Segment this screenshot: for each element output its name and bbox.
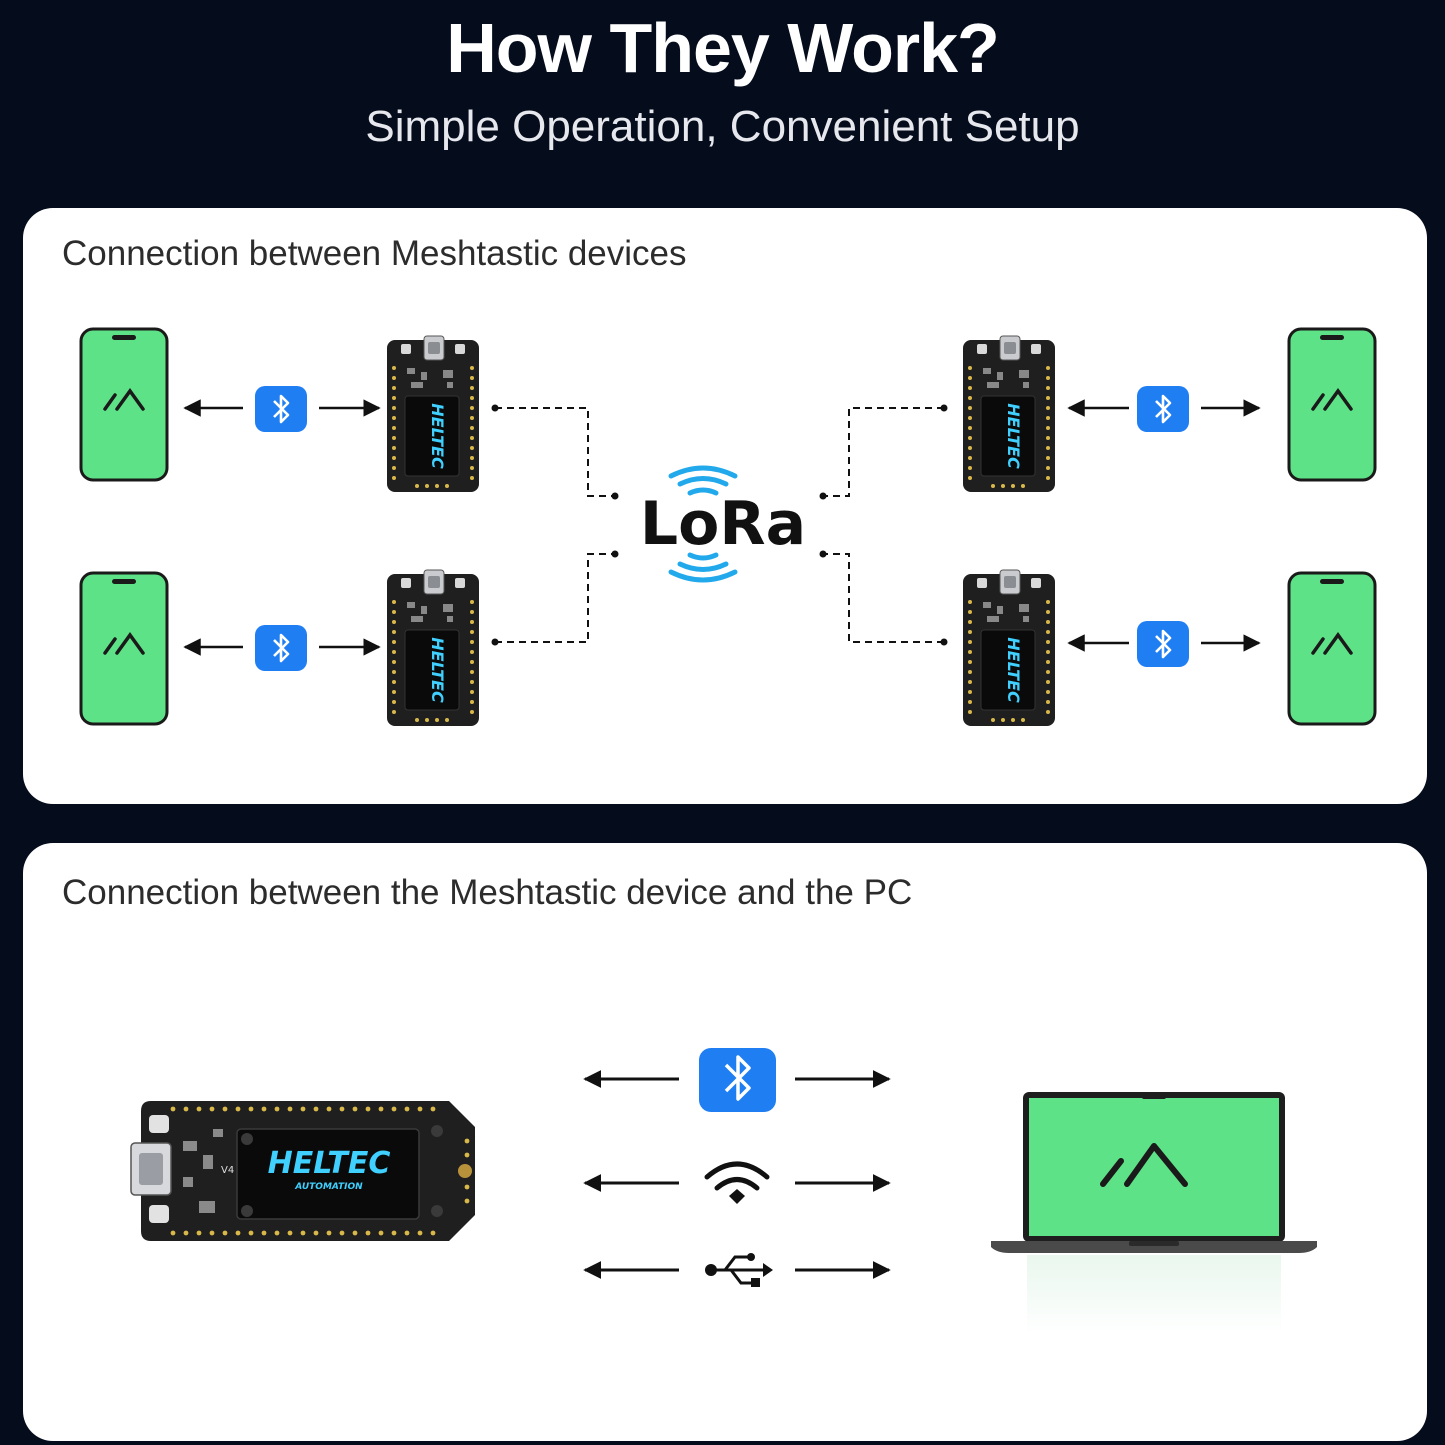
heltec-board-top-right [962,335,1056,493]
usb-icon [705,1253,773,1287]
pc-connection-panel: Connection between the Meshtastic device… [23,843,1427,1441]
bluetooth-icon [1135,619,1191,669]
mesh-node-top-left [79,327,480,493]
phone-bottom-right [1287,571,1377,726]
pc-panel-heading: Connection between the Meshtastic device… [62,873,913,912]
board-brand-label: HELTEC [268,1146,391,1181]
link-wifi [583,1161,891,1204]
mesh-panel-heading: Connection between Meshtastic devices [62,234,687,273]
mesh-connection-panel: Connection between Meshtastic devices [23,208,1427,804]
mesh-node-top-right [962,327,1377,493]
phone-bottom-left [79,571,169,726]
laptop-pc [991,1092,1317,1335]
page-subtitle: Simple Operation, Convenient Setup [365,102,1080,151]
bluetooth-icon [253,623,309,673]
link-usb [583,1253,891,1287]
meshtastic-logo-icon [1100,1143,1188,1187]
mesh-node-bottom-right [962,569,1377,727]
link-bluetooth [583,1048,891,1112]
heltec-board-horizontal: V4 HELTEC AUTOMATION [130,1101,475,1241]
heltec-board-bottom-right [962,569,1056,727]
bluetooth-icon [1135,384,1191,434]
mesh-diagram: HELTEC [79,327,1377,727]
lora-dashed-links [495,407,944,643]
phone-top-right [1287,327,1377,482]
heltec-board-bottom-left [386,569,480,727]
lora-wave-icon [668,465,738,583]
wifi-icon [704,1161,770,1204]
page-title: How They Work? [446,9,1000,87]
phone-top-left [79,327,169,482]
heltec-board-top-left [386,335,480,493]
mesh-node-bottom-left [79,569,480,727]
lora-label: LoRa [640,489,806,559]
pc-diagram: V4 HELTEC AUTOMATION [130,1048,1317,1335]
lora-hub: LoRa [640,465,806,583]
svg-text:V4: V4 [221,1165,234,1176]
board-sub-label: AUTOMATION [294,1182,363,1192]
bluetooth-icon [253,384,309,434]
